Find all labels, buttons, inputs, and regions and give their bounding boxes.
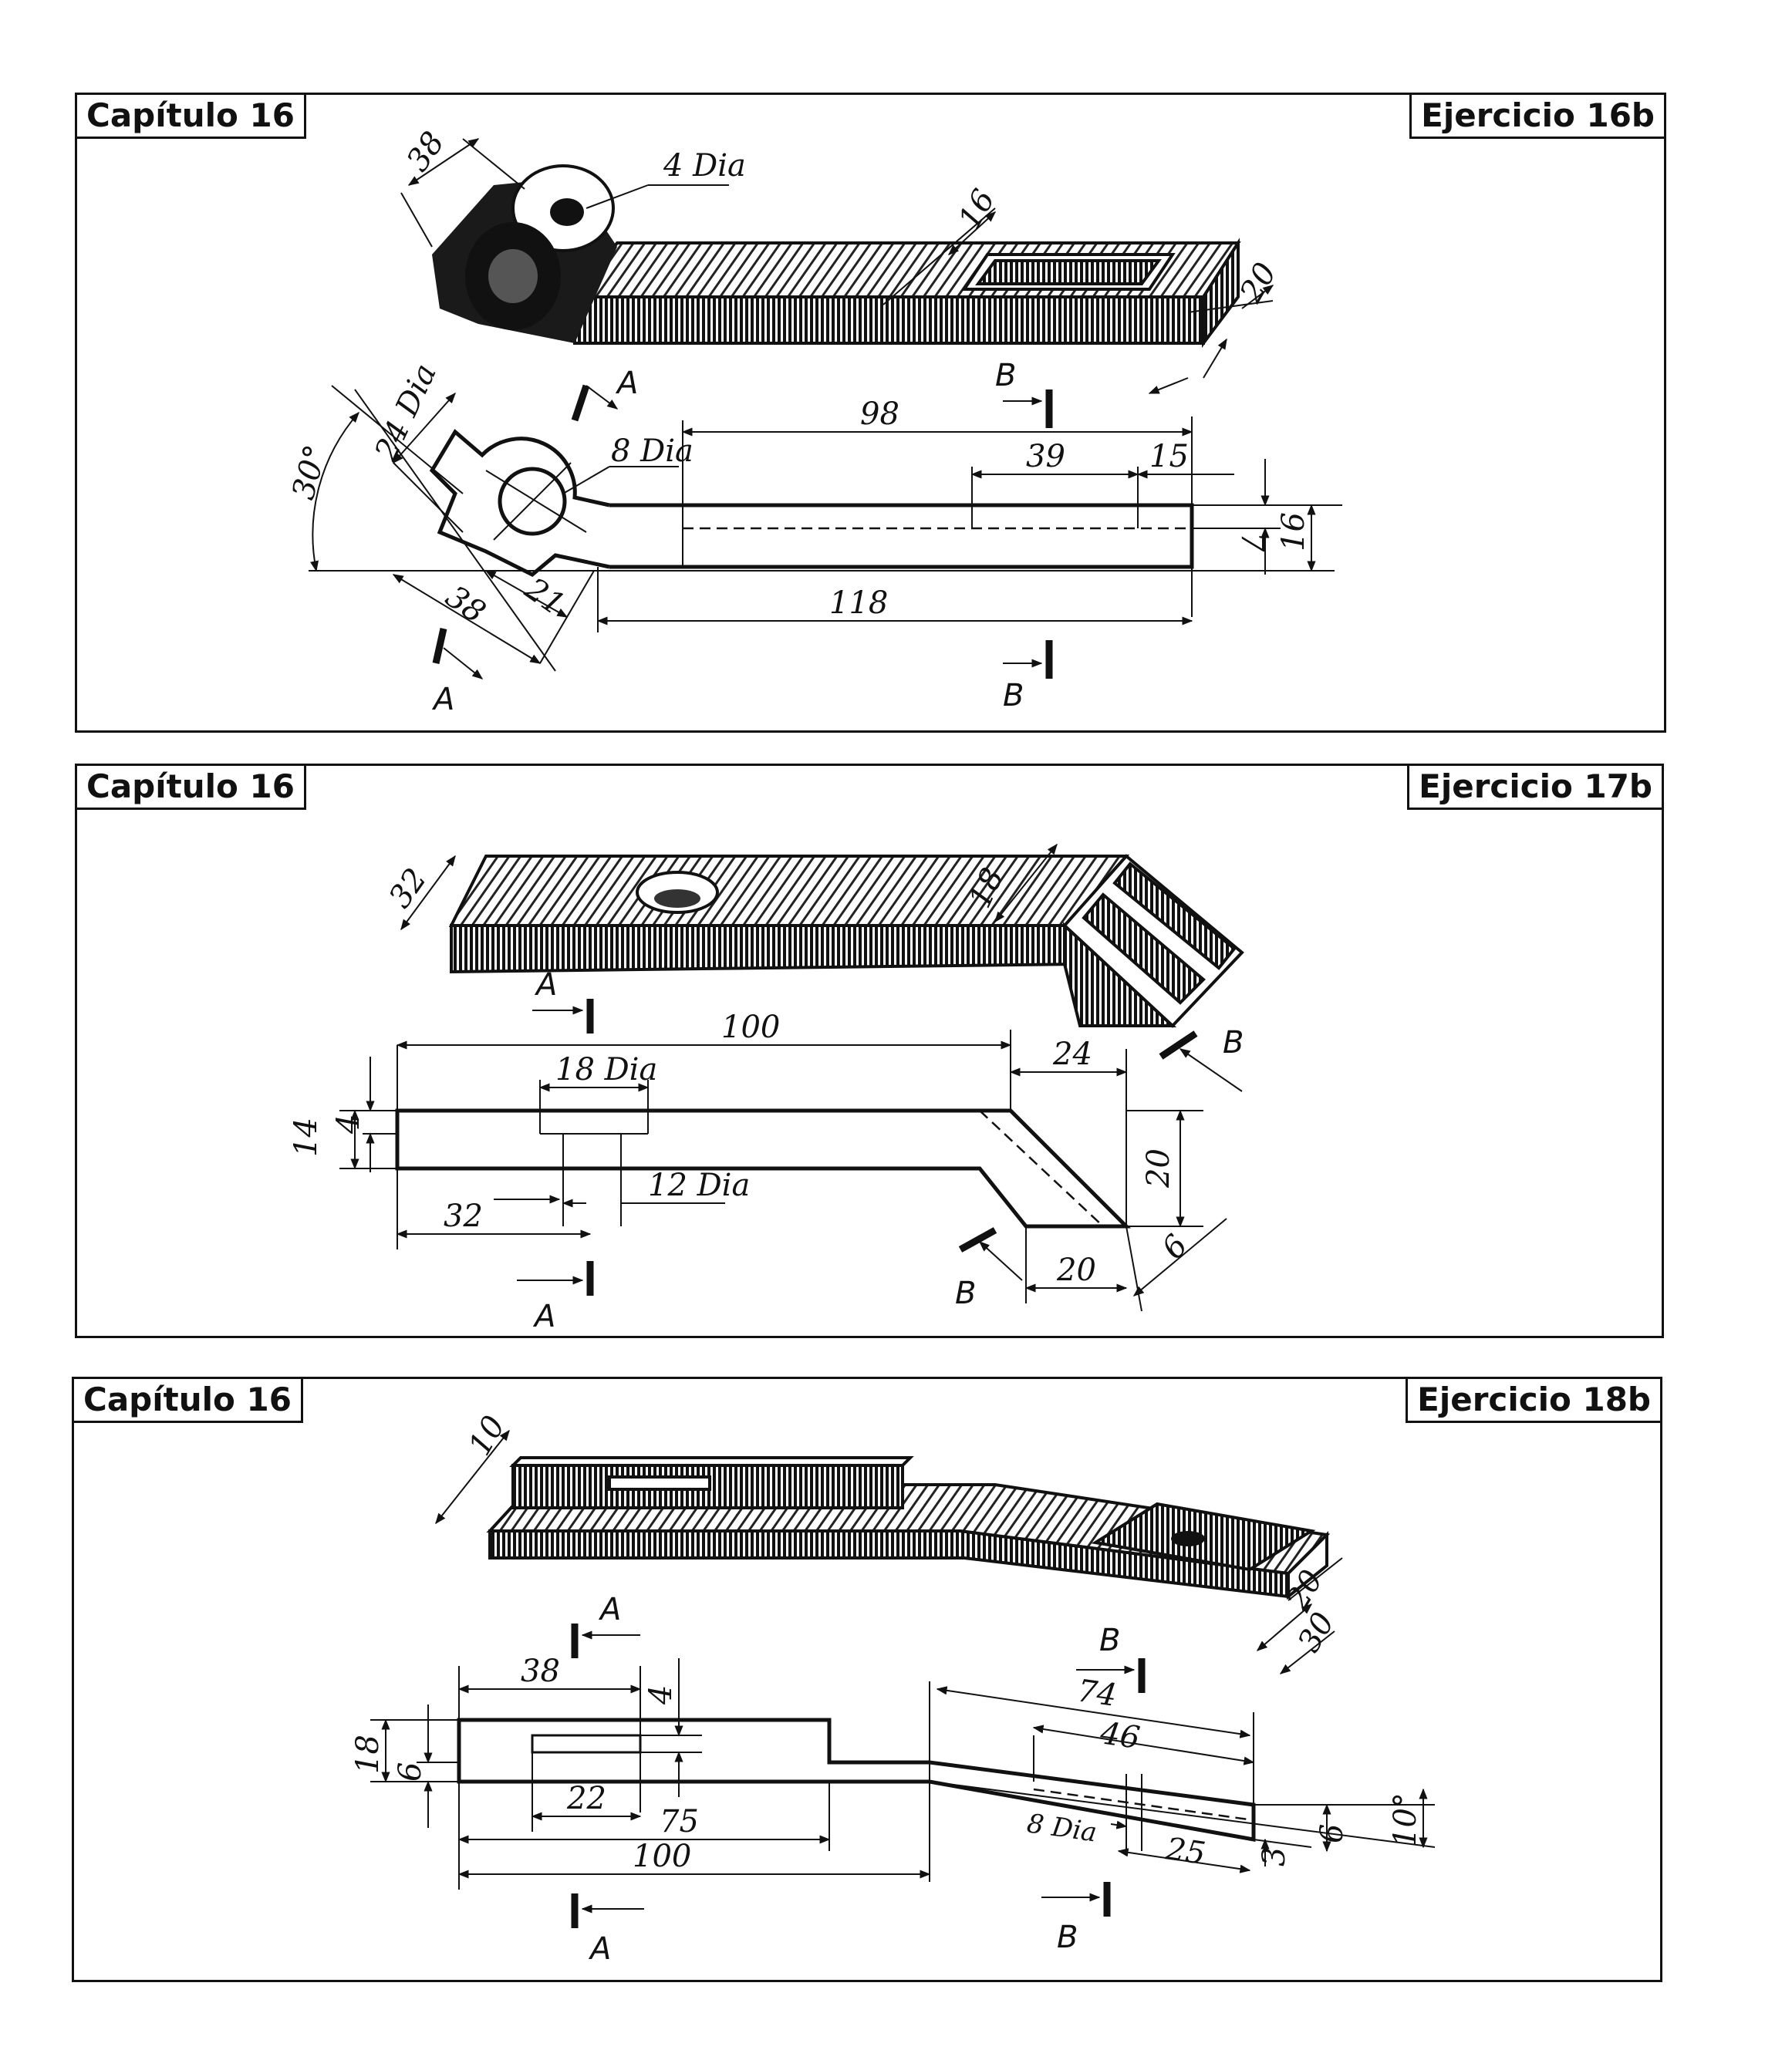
- dim-label: 118: [829, 585, 888, 621]
- dim-label: 10: [462, 1410, 512, 1462]
- dim-label: 98: [860, 396, 899, 432]
- hub-front-hole: [488, 249, 538, 303]
- exercise-label: Ejercicio 17b: [1407, 764, 1664, 810]
- chapter-label: Capítulo 16: [72, 1377, 303, 1423]
- section-label-a-top: A: [615, 366, 638, 401]
- isometric-view-16b: 38 4 Dia 16 20: [400, 126, 1284, 394]
- dim-label: 16: [952, 184, 1002, 235]
- dim-label: 8 Dia: [611, 433, 694, 469]
- section-label-b-bottom: B: [955, 1276, 976, 1311]
- dim-label: 38: [439, 579, 491, 631]
- dim-label: 46: [1098, 1715, 1142, 1756]
- dim-label: 24: [1052, 1037, 1092, 1072]
- section-label-b-bottom: B: [1003, 678, 1024, 713]
- hub-top-hole: [550, 198, 584, 226]
- section-label-a-bottom: A: [431, 682, 454, 717]
- dim-label: 14: [289, 1118, 324, 1157]
- orthographic-view-17b: 100 24 18 Dia 14 4 12 Dia 32 20 20: [289, 967, 1244, 1334]
- section-label-b-top: B: [1223, 1025, 1244, 1060]
- section-label-b-bottom: B: [1057, 1920, 1078, 1955]
- dim-label: 7: [1234, 532, 1270, 552]
- dim-label: 38: [400, 126, 452, 178]
- section-label-b-top: B: [995, 358, 1016, 393]
- dim-label: 15: [1149, 439, 1189, 474]
- section-label-a-top: A: [598, 1592, 621, 1627]
- section-label-a-top: A: [534, 967, 557, 1003]
- dim-label: 4: [331, 1114, 366, 1135]
- dim-label: 4 Dia: [663, 148, 746, 184]
- isometric-view-18b: 10 20 30: [435, 1410, 1343, 1674]
- dim-label: 32: [444, 1199, 483, 1234]
- bar-front-face: [573, 295, 1205, 345]
- dim-label: 16: [1276, 512, 1311, 551]
- bar-end-face: [1202, 238, 1240, 348]
- dim-label: 100: [633, 1839, 691, 1874]
- dim-label: 12 Dia: [648, 1168, 750, 1203]
- section-label-a-bottom: A: [588, 1931, 611, 1967]
- dim-label: 20: [1056, 1253, 1096, 1288]
- dim-label: 75: [660, 1804, 699, 1839]
- dim-label: 18: [350, 1735, 386, 1774]
- dim-label: 20: [1141, 1148, 1176, 1189]
- dim-label: 6: [393, 1762, 428, 1782]
- dim-label: 22: [566, 1781, 606, 1816]
- dim-label: 8 Dia: [1025, 1808, 1099, 1848]
- section-label-b-top: B: [1099, 1623, 1120, 1658]
- dim-label: 39: [1026, 439, 1065, 474]
- dim-label: 10°: [1388, 1792, 1423, 1847]
- exercise-label: Ejercicio 16b: [1409, 93, 1666, 139]
- dim-label: 18 Dia: [555, 1052, 657, 1087]
- dim-label: 30°: [285, 441, 334, 503]
- dim-label: 32: [383, 862, 434, 915]
- orthographic-view-16b: 30° 24 Dia 8 Dia 98 39 15 7 16 38 21: [285, 358, 1342, 717]
- dim-label: 6: [1155, 1228, 1195, 1266]
- dim-label: 4: [643, 1685, 679, 1705]
- dim-label: 20: [1233, 257, 1284, 309]
- dim-label: 38: [521, 1654, 560, 1689]
- orthographic-view-18b: 38 4 74 46 18 6 22 75 100 8 Dia: [350, 1592, 1436, 1967]
- bar-top-face: [448, 855, 1130, 927]
- dim-label: 25: [1163, 1831, 1208, 1872]
- chapter-label: Capítulo 16: [75, 93, 306, 139]
- dim-label: 6: [1314, 1824, 1350, 1843]
- dim-label: 3: [1257, 1847, 1292, 1866]
- section-label-a-bottom: A: [532, 1299, 555, 1334]
- dim-label: 74: [1075, 1673, 1119, 1714]
- dim-label: 100: [721, 1010, 780, 1045]
- bar-front-face: [450, 924, 1082, 974]
- dim-label: 24 Dia: [368, 359, 444, 467]
- exercise-label: Ejercicio 18b: [1406, 1377, 1662, 1423]
- chapter-label: Capítulo 16: [75, 764, 306, 810]
- raised-block-slot: [608, 1475, 711, 1491]
- isometric-view-17b: 32 18: [383, 843, 1244, 1028]
